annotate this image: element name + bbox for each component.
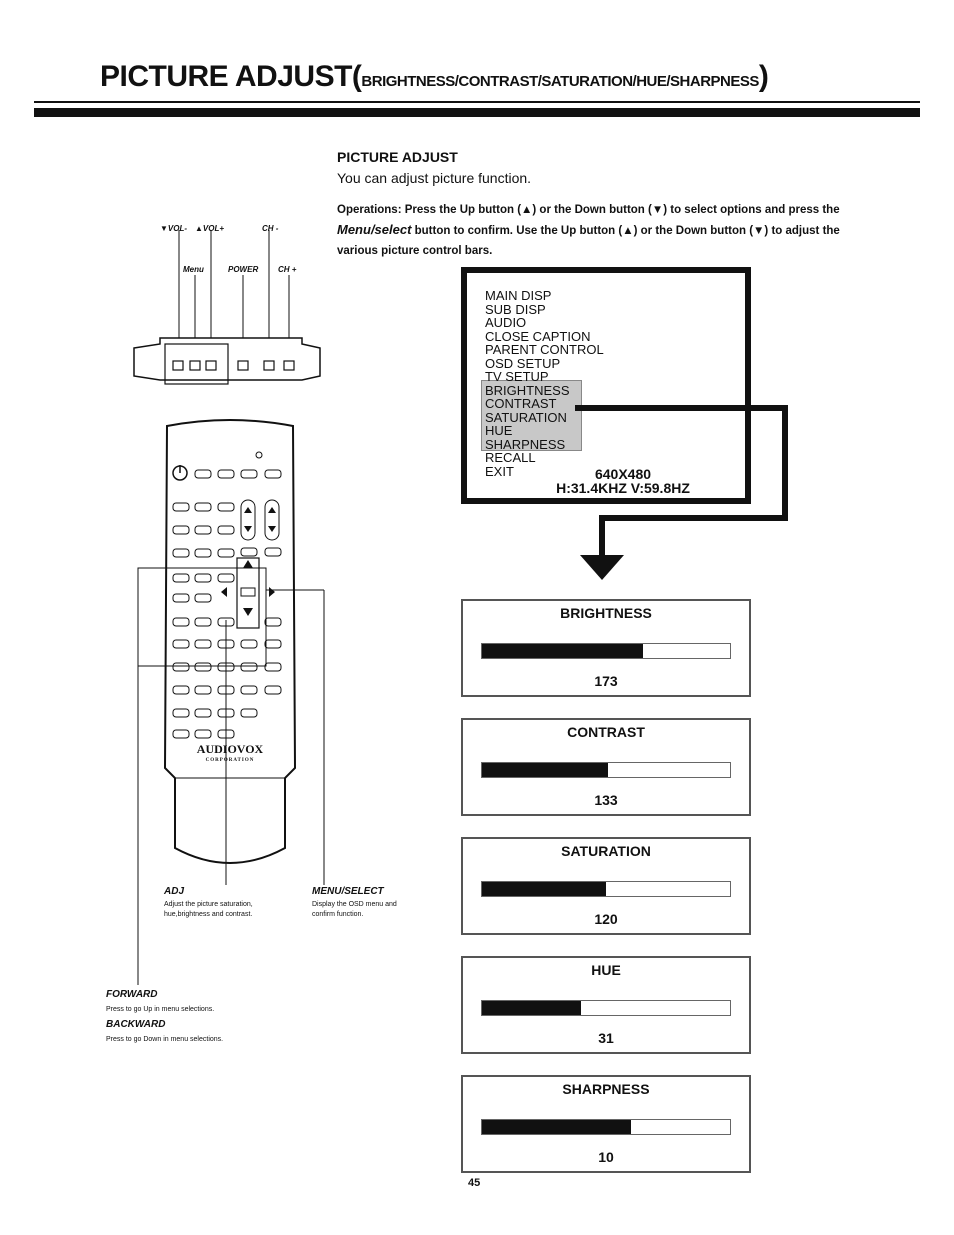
note-menu-select-text-line1: Display the OSD menu and	[312, 901, 397, 908]
note-backward-title: BACKWARD	[106, 1019, 166, 1030]
resolution-line1: 640X480	[594, 466, 652, 482]
menu-item[interactable]: TV SETUP	[485, 369, 549, 384]
remote-brand-sub: CORPORATION	[205, 758, 255, 763]
control-slider-track[interactable]	[481, 1000, 731, 1016]
label-ch-minus: CH -	[262, 224, 279, 233]
operations-menu-select: Menu/select	[337, 222, 412, 237]
control-label: SATURATION	[561, 843, 651, 859]
menu-to-panels-arrow	[575, 405, 788, 580]
note-forward-text: Press to go Up in menu selections.	[106, 1006, 215, 1013]
operations-text-part2: button to confirm. Use the Up button (▲)…	[337, 225, 840, 257]
menu-item[interactable]: MAIN DISP	[485, 288, 552, 303]
page-number: 45	[468, 1177, 481, 1189]
label-menu: Menu	[183, 265, 204, 274]
page-title-main: PICTURE ADJUST	[100, 60, 352, 93]
operations-text-part1: Press the Up button (▲) or the Down butt…	[404, 204, 840, 216]
note-menu-select-text-line2: confirm function.	[312, 911, 364, 918]
menu-highlight-group	[481, 380, 582, 451]
control-slider-track[interactable]	[481, 643, 731, 659]
header-divider-thick	[34, 108, 920, 117]
control-slider-track[interactable]	[481, 881, 731, 897]
note-backward-text: Press to go Down in menu selections.	[106, 1036, 224, 1043]
menu-item[interactable]: SHARPNESS	[485, 436, 566, 452]
note-forward-title: FORWARD	[106, 989, 158, 1000]
control-slider-track[interactable]	[481, 762, 731, 778]
control-label: BRIGHTNESS	[560, 605, 652, 621]
note-adj-text-line1: Adjust the picture saturation,	[164, 901, 253, 908]
remote-control-diagram	[163, 419, 297, 864]
remote-brand: AUDIOVOX CORPORATION	[190, 743, 270, 767]
label-power: POWER	[228, 265, 259, 274]
section-intro: You can adjust picture function.	[337, 170, 532, 186]
control-value: 31	[598, 1030, 614, 1046]
page-title: PICTURE ADJUST(BRIGHTNESS/CONTRAST/SATUR…	[100, 60, 769, 94]
operations-label: Operations:	[337, 204, 402, 216]
note-adj-text-line2: hue,brightness and contrast.	[164, 911, 253, 918]
control-slider-fill	[482, 882, 606, 896]
control-slider-fill	[482, 1120, 631, 1134]
control-label: CONTRAST	[567, 724, 645, 740]
resolution-readout: 640X480 H:31.4KHZ V:59.8HZ	[523, 467, 723, 495]
note-adj-text: Adjust the picture saturation, hue,brigh…	[164, 900, 253, 920]
page-title-paren-open: (	[351, 60, 362, 93]
tv-front-panel-diagram	[133, 230, 321, 385]
control-value: 173	[594, 673, 618, 689]
control-panel: HUE 31	[461, 956, 751, 1054]
control-slider-fill	[482, 1001, 582, 1015]
control-slider-fill	[482, 644, 644, 658]
operations-text: Operations: Press the Up button (▲) or t…	[337, 200, 857, 261]
note-menu-select-text: Display the OSD menu and confirm functio…	[312, 900, 397, 920]
control-panel: BRIGHTNESS 173	[461, 599, 751, 697]
menu-item[interactable]: BRIGHTNESS	[485, 382, 570, 398]
label-vol-minus: ▼VOL-	[160, 224, 188, 233]
note-menu-select-title: MENU/SELECT	[312, 886, 384, 897]
control-label: SHARPNESS	[562, 1081, 650, 1097]
menu-item[interactable]: CONTRAST	[485, 396, 557, 411]
header-divider-thin	[34, 101, 920, 103]
menu-item[interactable]: PARENT CONTROL	[485, 342, 604, 357]
resolution-line2: H:31.4KHZ V:59.8HZ	[556, 480, 690, 496]
menu-item[interactable]: EXIT	[485, 463, 514, 479]
remote-brand-name: AUDIOVOX	[196, 742, 264, 756]
control-slider-fill	[482, 763, 609, 777]
page-title-subtitle: BRIGHTNESS/CONTRAST/SATURATION/HUE/SHARP…	[361, 73, 759, 90]
menu-item[interactable]: RECALL	[485, 450, 536, 465]
control-label: HUE	[591, 962, 621, 978]
menu-item[interactable]: CLOSE CAPTION	[485, 328, 591, 344]
menu-item[interactable]: AUDIO	[485, 315, 527, 330]
control-panel: SATURATION 120	[461, 837, 751, 935]
control-value: 120	[594, 911, 618, 927]
control-value: 10	[598, 1149, 614, 1165]
down-arrow-icon	[580, 555, 624, 580]
menu-item[interactable]: OSD SETUP	[485, 355, 561, 371]
control-panel: CONTRAST 133	[461, 718, 751, 816]
menu-item[interactable]: HUE	[485, 423, 513, 438]
control-panel: SHARPNESS 10	[461, 1075, 751, 1173]
menu-item[interactable]: SUB DISP	[485, 301, 546, 317]
menu-item[interactable]: SATURATION	[485, 409, 567, 425]
note-adj-title: ADJ	[164, 886, 185, 897]
label-ch-plus: CH +	[278, 265, 297, 274]
control-slider-track[interactable]	[481, 1119, 731, 1135]
label-vol-plus: ▲VOL+	[195, 224, 225, 233]
remote-callout-lines	[137, 567, 325, 985]
page-title-paren-close: )	[758, 60, 769, 93]
control-value: 133	[594, 792, 618, 808]
section-heading: PICTURE ADJUST	[337, 149, 458, 165]
